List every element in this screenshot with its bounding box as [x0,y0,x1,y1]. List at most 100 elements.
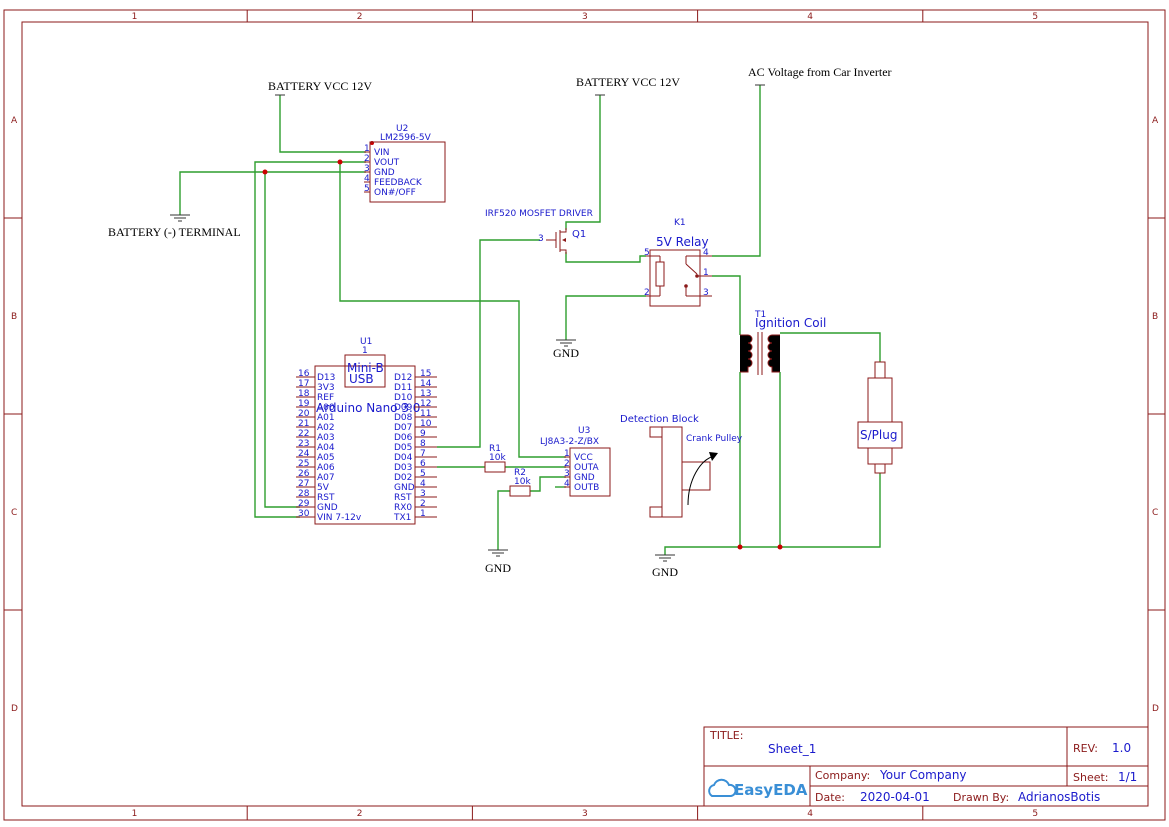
u1-pin-number: 4 [420,479,426,489]
u1-pin-name: RST [394,493,412,503]
u1-pin-name: A03 [317,433,335,443]
u1-pin-number: 2 [420,499,426,509]
u1-pin-name: REF [317,393,334,403]
r1-resistor[interactable]: R1 10k [484,444,506,473]
grid-row-label: C [1152,508,1158,518]
u3-pin-name: GND [574,473,595,483]
u2-pin-name: ON#/OFF [374,188,416,198]
u1-pin-number: 10 [420,419,432,429]
u1-pin-number: 14 [420,379,432,389]
u1-pin-name: D08 [394,413,413,423]
u3-ref: U3 [578,426,590,436]
t1-ignition-coil[interactable]: T1 Ignition Coil [740,310,826,375]
u1-pin-name: D03 [394,463,412,473]
u1-ref: U1 [360,337,372,347]
u1-pin-name: A02 [317,423,335,433]
u1-pin-number: 17 [298,379,309,389]
title-value: Sheet_1 [768,742,816,756]
u2-pin-number: 1 [364,144,370,154]
u1-pin-name: A01 [317,413,335,423]
u3-value: LJ8A3-2-Z/BX [540,437,599,447]
u2-pin-number: 5 [364,184,370,194]
u1-pin-name: A07 [317,473,335,483]
drawn-label: Drawn By: [953,791,1009,804]
grid-col-label: 4 [807,12,813,22]
ground-symbol-coil: GND [652,554,678,579]
sheet-label: Sheet: [1073,771,1109,784]
u1-pin-name: 5V [317,483,330,493]
q1-value: IRF520 MOSFET DRIVER [485,209,593,219]
t1-value: Ignition Coil [755,316,826,330]
u1-pin-number: 12 [420,399,431,409]
inner-frame [21,21,1149,807]
net-ac-voltage: AC Voltage from Car Inverter [748,65,892,86]
k1-pin-4: 4 [703,248,709,258]
u2-ref: U2 [396,124,408,134]
u3-pin-number: 4 [564,479,570,489]
rev-value: 1.0 [1112,741,1131,755]
u1-pin-name: GND [394,483,415,493]
spark-plug[interactable]: S/Plug [857,361,903,474]
u2-pin-name: VIN [374,148,390,158]
net-battery-vcc-1: BATTERY VCC 12V [268,79,372,96]
u1-pin-number: 9 [420,429,426,439]
grid-col-label: 2 [357,12,363,22]
u1-pin-name: TX1 [393,513,411,523]
grid-row-label: B [1152,312,1158,322]
net-label: BATTERY VCC 12V [576,75,680,89]
k1-relay[interactable]: K1 5V Relay 5 4 1 2 3 [644,218,712,307]
u3-pin-name: VCC [574,453,593,463]
q1-mosfet[interactable]: IRF520 MOSFET DRIVER Q1 3 [485,209,593,254]
r2-ref: R2 [514,468,526,478]
u2-pin-name: GND [374,168,395,178]
r2-value: 10k [514,477,531,487]
grid-col-label: 2 [357,809,363,819]
u1-usb: Mini-B [347,361,384,375]
date-label: Date: [815,791,845,804]
ground-symbol-battery: BATTERY (-) TERMINAL [108,214,241,239]
grid-col-label: 5 [1032,12,1038,22]
u1-pin-name: D11 [394,383,412,393]
u1-pin-name: 3V3 [317,383,335,393]
u1-pin-name: VIN 7-12v [317,513,362,523]
r2-resistor[interactable]: R2 10k [509,468,531,497]
u2-pin-number: 3 [364,164,370,174]
k1-pin-1: 1 [703,268,709,278]
drawn-value: AdrianosBotis [1018,790,1100,804]
t1-ref: T1 [754,310,766,320]
r1-ref: R1 [489,444,501,454]
u2-pin-name: FEEDBACK [374,178,423,188]
pulley-label: Crank Pulley [686,434,743,444]
u3-pin-number: 3 [564,469,570,479]
detection-label: Detection Block [620,414,699,425]
net-label: BATTERY VCC 12V [268,79,372,93]
r1-value: 10k [489,453,506,463]
u3-pin-number: 1 [564,449,570,459]
u2-value: LM2596-5V [380,133,432,143]
company-value: Your Company [879,768,967,782]
u1-pin-name: D13 [317,373,335,383]
net-label: GND [553,346,579,360]
q1-ref: Q1 [572,229,586,240]
u1-usb2: USB [349,372,374,386]
u1-pin-number: 23 [298,439,309,449]
grid-col-label: 4 [807,809,813,819]
grid-row-label: D [11,704,18,714]
k1-pin-3: 3 [703,288,709,298]
k1-pin-2: 2 [644,288,650,298]
u1-pin-name: D04 [394,453,413,463]
u2-pin-name: VOUT [374,158,400,168]
detection-block[interactable]: Detection Block Crank Pulley [620,414,743,518]
u1-pin-number: 7 [420,449,426,459]
u1-pin-number: 13 [420,389,431,399]
date-value: 2020-04-01 [860,790,930,804]
net-label: AC Voltage from Car Inverter [748,65,892,79]
u1-pin-number: 1 [420,509,426,519]
u3-pin-number: 2 [564,459,570,469]
u1-pin-number: 20 [298,409,310,419]
